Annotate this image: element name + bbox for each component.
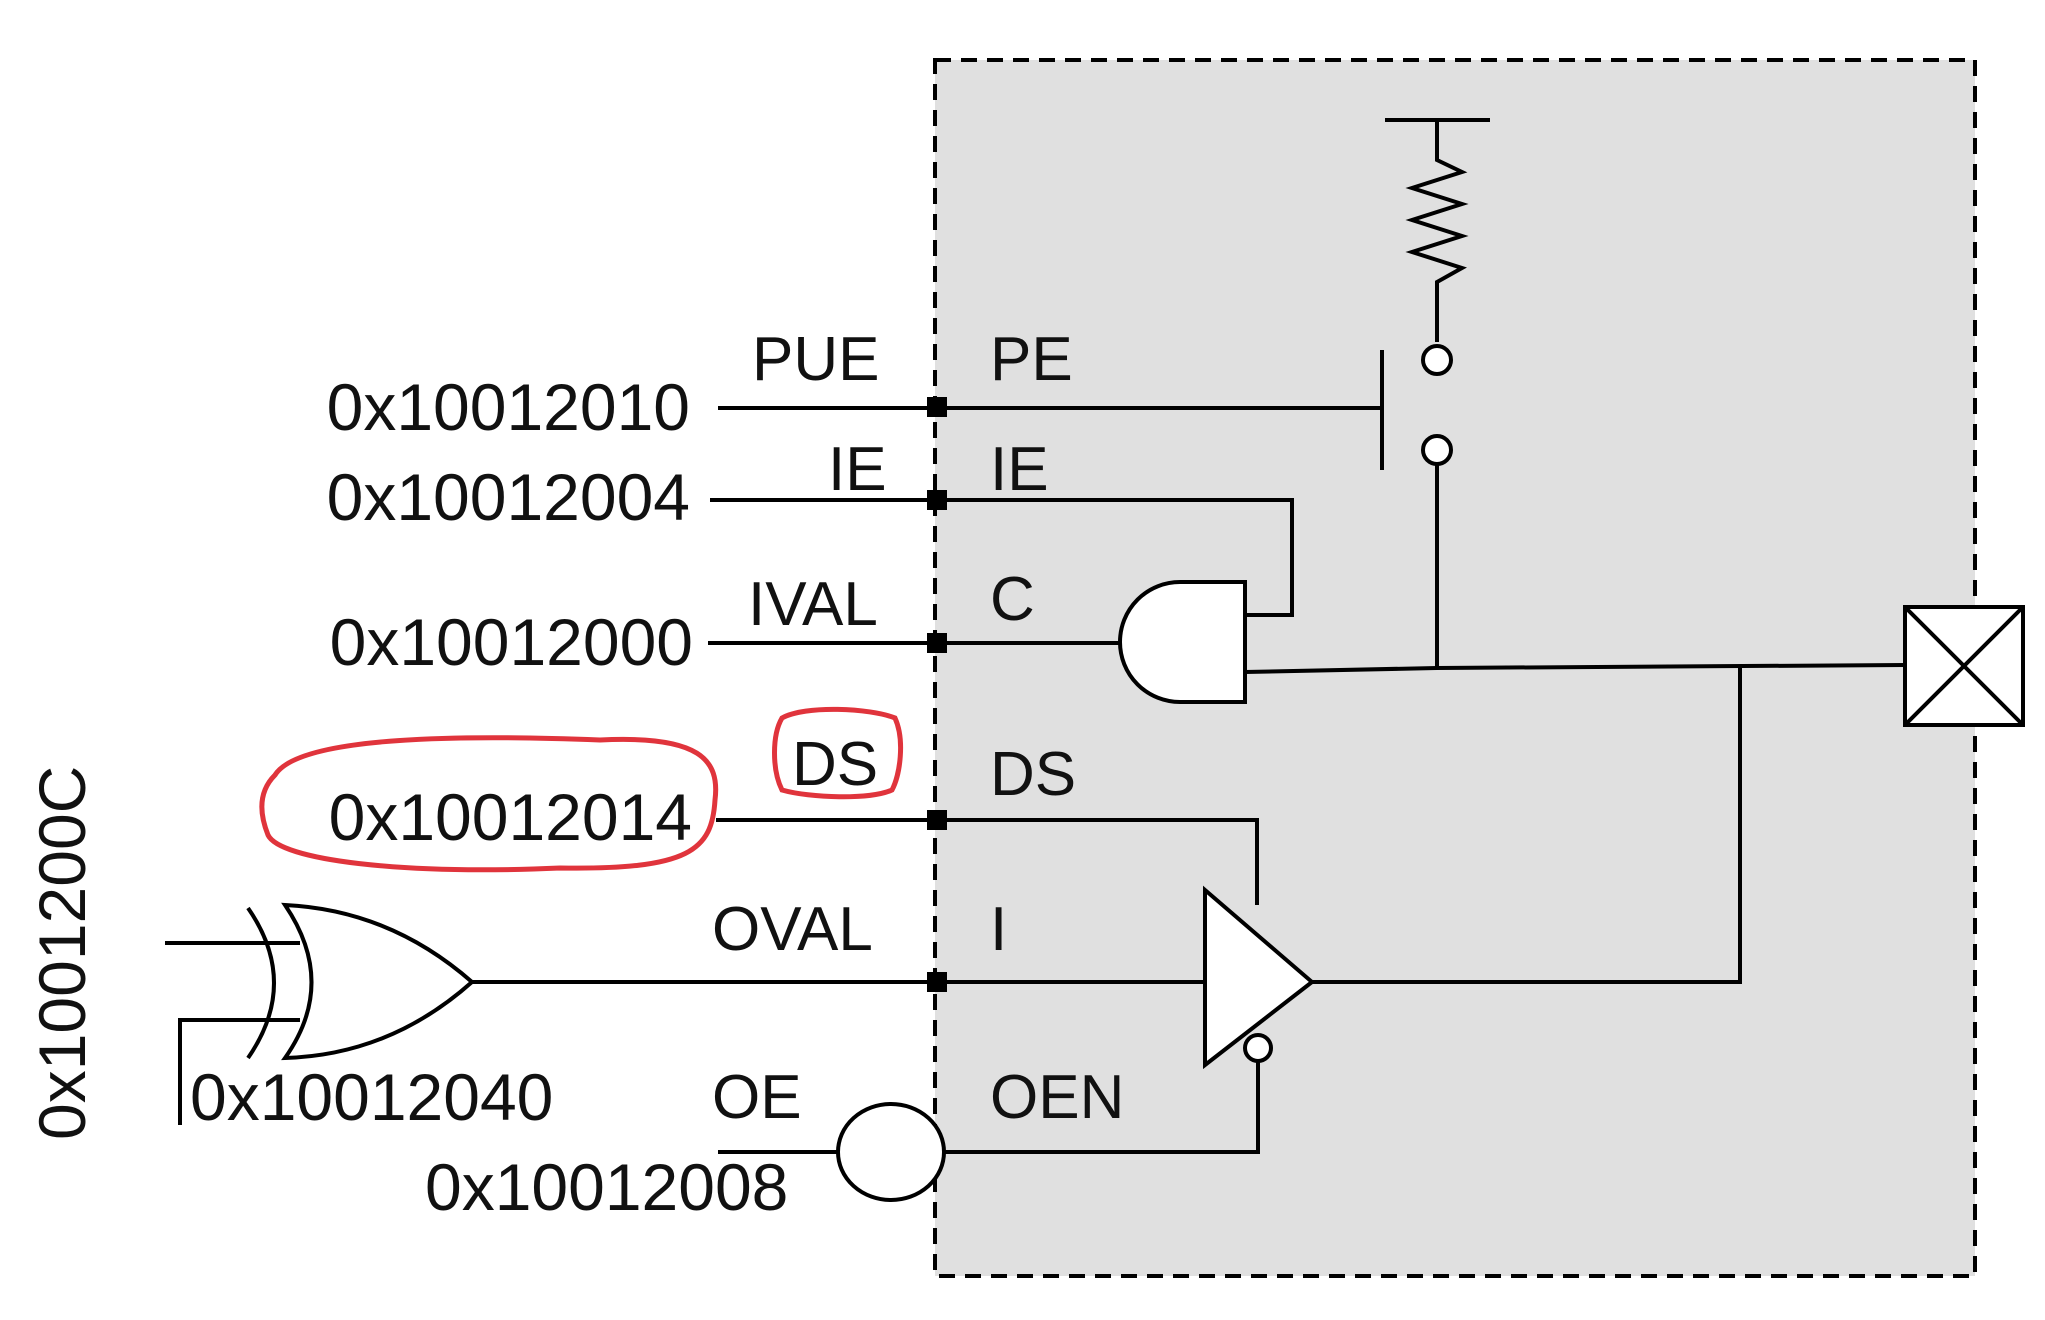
annotation-circle-ds	[772, 706, 903, 800]
pull-enable-switch-icon	[1380, 350, 1453, 668]
address-ie: 0x10012004	[327, 460, 690, 534]
ds-wire	[716, 818, 1259, 905]
and-gate-icon	[1118, 580, 1247, 704]
pad-ds-label: DS	[990, 740, 1076, 809]
pad-terminal-icon	[1903, 605, 2025, 727]
ie-wire	[710, 498, 1294, 617]
oen-label: OEN	[990, 1063, 1124, 1132]
oen-wire	[945, 1062, 1260, 1154]
oe-label: OE	[712, 1063, 802, 1132]
c-label: C	[990, 565, 1035, 634]
output-path-wire	[1312, 665, 1742, 984]
oval-label: OVAL	[712, 895, 873, 964]
pe-label: PE	[990, 325, 1073, 394]
address-vertical: 0x1001200C	[25, 766, 99, 1140]
and-output-wire	[1244, 663, 1906, 674]
ie-label: IE	[828, 435, 887, 504]
junction-dot	[927, 490, 947, 510]
junction-dot	[927, 633, 947, 653]
junction-dot	[927, 810, 947, 830]
pad-ie-label: IE	[990, 435, 1049, 504]
inverter-bubble-icon	[836, 1102, 946, 1202]
junction-dots	[927, 397, 947, 992]
i-label: I	[990, 895, 1007, 964]
address-pue: 0x10012010	[327, 370, 690, 444]
ds-label: DS	[792, 730, 878, 799]
junction-dot	[927, 397, 947, 417]
address-oe: 0x10012008	[425, 1150, 788, 1224]
annotation-circle-address	[259, 735, 719, 873]
address-ds: 0x10012014	[329, 780, 692, 854]
address-xor: 0x10012040	[190, 1060, 553, 1134]
output-buffer-icon	[1203, 885, 1316, 1070]
ival-label: IVAL	[748, 570, 878, 639]
address-ival: 0x10012000	[330, 605, 693, 679]
xor-gate-icon	[165, 902, 476, 1125]
junction-dot	[927, 972, 947, 992]
pue-label: PUE	[752, 325, 879, 394]
pull-up-resistor-icon	[1385, 118, 1490, 376]
